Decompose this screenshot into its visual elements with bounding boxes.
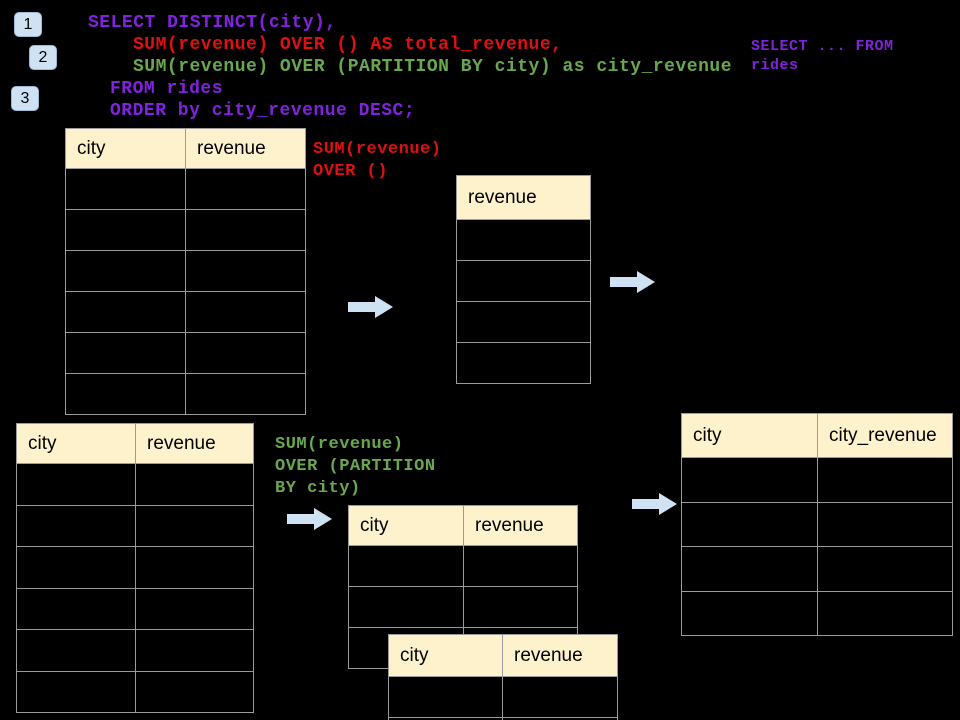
column-header: revenue [457, 176, 591, 220]
sql-line-total-revenue: SUM(revenue) OVER () AS total_revenue, [133, 35, 563, 55]
column-header: city [682, 414, 818, 458]
column-header: revenue [503, 635, 618, 677]
empty-cell [17, 505, 136, 547]
step-badge-3: 3 [11, 86, 39, 111]
empty-cell [136, 547, 254, 589]
empty-cell [186, 210, 306, 251]
sql-line-city-revenue: SUM(revenue) OVER (PARTITION BY city) as… [133, 57, 732, 77]
empty-cell [17, 588, 136, 630]
empty-cell [17, 547, 136, 589]
empty-cell [66, 333, 186, 374]
arrow-right-icon [632, 493, 677, 515]
empty-cell [136, 464, 254, 506]
empty-cell [818, 502, 953, 547]
sql-line-select-distinct: SELECT DISTINCT(city), [88, 13, 337, 33]
empty-cell [457, 302, 591, 343]
sum-over-annotation: SUM(revenue) OVER () [313, 140, 442, 181]
empty-cell [17, 464, 136, 506]
column-header: city [389, 635, 503, 677]
empty-cell [349, 546, 464, 587]
column-header: city [17, 424, 136, 464]
empty-cell [464, 587, 578, 628]
empty-cell [503, 677, 618, 718]
empty-cell [818, 458, 953, 503]
empty-cell [457, 220, 591, 261]
column-header: city [66, 129, 186, 169]
empty-cell [66, 169, 186, 210]
sql-line-order-by: ORDER by city_revenue DESC; [110, 101, 416, 121]
empty-cell [66, 374, 186, 415]
empty-cell [503, 718, 618, 720]
empty-cell [66, 210, 186, 251]
empty-cell [464, 546, 578, 587]
column-header: city [349, 506, 464, 546]
select-from-rides-note: SELECT ... FROM rides [751, 38, 894, 74]
empty-cell [349, 587, 464, 628]
column-header: revenue [136, 424, 254, 464]
empty-cell [186, 333, 306, 374]
empty-cell [818, 547, 953, 592]
empty-cell [389, 677, 503, 718]
empty-cell [186, 374, 306, 415]
empty-cell [186, 169, 306, 210]
sql-line-from: FROM rides [110, 79, 224, 99]
arrow-right-icon [287, 508, 332, 530]
empty-cell [682, 591, 818, 636]
empty-cell [389, 718, 503, 720]
empty-cell [682, 502, 818, 547]
step-badge-2: 2 [29, 45, 57, 70]
empty-cell [136, 630, 254, 672]
arrow-right-icon [348, 296, 393, 318]
total-revenue-result-table: revenue [456, 175, 591, 384]
empty-cell [457, 261, 591, 302]
step-badge-1: 1 [14, 12, 42, 37]
empty-cell [682, 547, 818, 592]
empty-cell [457, 343, 591, 384]
arrow-right-icon [610, 271, 655, 293]
empty-cell [818, 591, 953, 636]
column-header: revenue [186, 129, 306, 169]
sum-partition-annotation: SUM(revenue) OVER (PARTITION BY city) [275, 435, 436, 498]
empty-cell [136, 671, 254, 713]
empty-cell [17, 671, 136, 713]
empty-cell [682, 458, 818, 503]
empty-cell [136, 505, 254, 547]
empty-cell [186, 251, 306, 292]
empty-cell [66, 292, 186, 333]
empty-cell [17, 630, 136, 672]
column-header: revenue [464, 506, 578, 546]
empty-cell [186, 292, 306, 333]
empty-cell [136, 588, 254, 630]
empty-cell [66, 251, 186, 292]
column-header: city_revenue [818, 414, 953, 458]
